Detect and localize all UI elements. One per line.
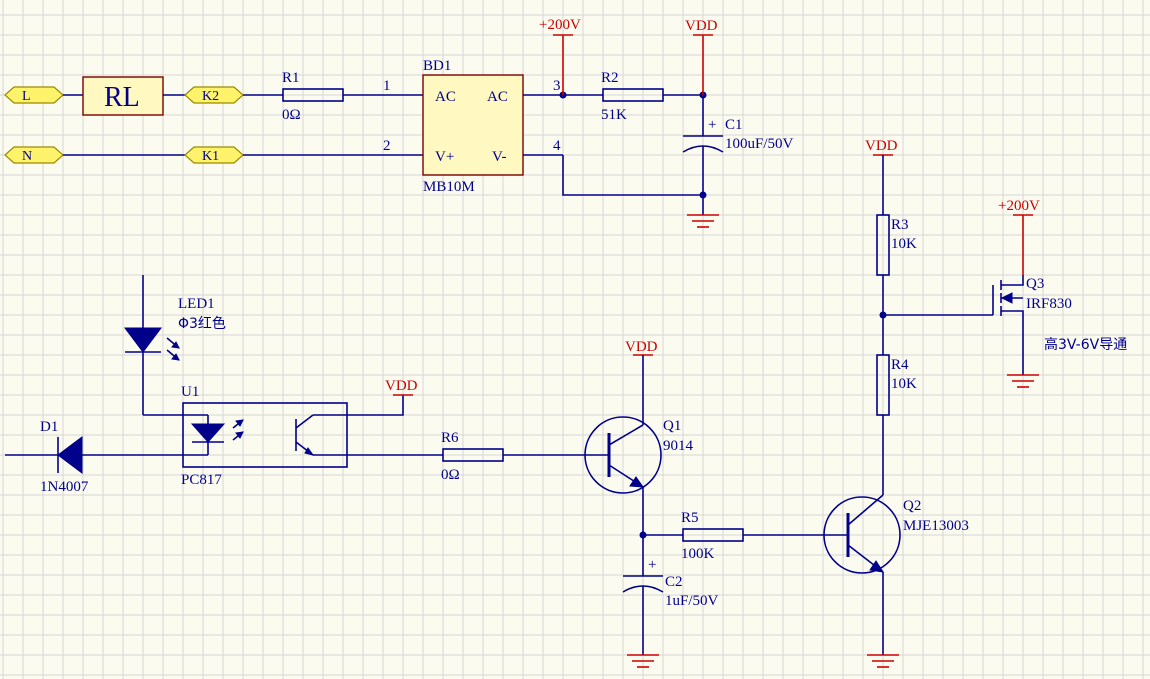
c2-ref: C2 <box>665 574 683 590</box>
power-vdd-top: VDD <box>685 18 718 95</box>
bridge-bd1: BD1 MB10M AC AC V+ V- 1 2 3 4 <box>383 58 561 195</box>
q3-note: 高3V-6V导通 <box>1044 336 1127 353</box>
transistor-q1: Q1 9014 <box>584 355 694 535</box>
u1-part: PC817 <box>181 472 222 488</box>
power-vdd-right: VDD <box>865 138 898 156</box>
rail-vdd-u1-label: VDD <box>385 378 418 394</box>
rail-vdd-q1-label: VDD <box>625 339 658 355</box>
q3-ref: Q3 <box>1026 276 1044 292</box>
q2-part: MJE13003 <box>903 518 969 534</box>
r2-ref: R2 <box>601 70 619 86</box>
c2-value: 1uF/50V <box>665 593 719 609</box>
led1-ref: LED1 <box>178 296 215 312</box>
power-200v-top: +200V <box>539 17 581 95</box>
diode-d1: D1 1N4007 <box>40 419 89 495</box>
port-l-label: L <box>22 89 31 104</box>
relay-rl: RL <box>82 76 164 116</box>
led1-value: Φ3红色 <box>178 315 226 332</box>
capacitor-c2: + C2 1uF/50V <box>622 535 719 655</box>
resistor-r1: R1 0Ω <box>282 70 344 123</box>
u1-ref: U1 <box>181 384 199 400</box>
ground-symbol <box>867 654 899 668</box>
q1-part: 9014 <box>663 438 694 454</box>
port-k1-label: K1 <box>202 149 219 164</box>
port-k2-label: K2 <box>202 89 219 104</box>
r4-value: 10K <box>891 376 917 392</box>
resistor-r4: R4 10K <box>876 354 917 416</box>
bd1-pin-ac2: AC <box>487 89 508 105</box>
port-k2: K2 <box>184 86 244 104</box>
bd1-pin-3: 3 <box>553 78 561 94</box>
junction <box>699 191 707 199</box>
power-vdd-u1: VDD <box>385 378 418 396</box>
transistor-q2: Q2 MJE13003 <box>823 494 969 655</box>
r6-ref: R6 <box>441 430 459 446</box>
r4-ref: R4 <box>891 357 909 373</box>
wire <box>313 395 404 416</box>
ground-symbol <box>1007 374 1039 388</box>
port-n-label: N <box>22 149 32 164</box>
resistor-r3: R3 10K <box>876 214 917 276</box>
c1-plus: + <box>708 117 716 133</box>
c1-value: 100uF/50V <box>725 136 794 152</box>
port-k1: K1 <box>184 146 244 164</box>
wire <box>562 155 703 196</box>
optocoupler-u1: U1 PC817 <box>143 384 348 488</box>
r2-value: 51K <box>601 107 627 123</box>
bd1-pin-ac1: AC <box>435 89 456 105</box>
resistor-r5: R5 100K <box>681 510 744 562</box>
r1-ref: R1 <box>282 70 300 86</box>
bd1-pin-vp: V+ <box>435 149 454 165</box>
r6-value: 0Ω <box>441 467 460 483</box>
q1-ref: Q1 <box>663 418 681 434</box>
bd1-ref: BD1 <box>423 58 451 74</box>
r5-value: 100K <box>681 546 715 562</box>
rail-vdd-right-label: VDD <box>865 138 898 154</box>
q3-part: IRF830 <box>1026 296 1072 312</box>
port-l: L <box>4 86 64 104</box>
bd1-pin-2: 2 <box>383 138 391 154</box>
r3-ref: R3 <box>891 217 909 233</box>
d1-ref: D1 <box>40 419 58 435</box>
power-vdd-q1: VDD <box>625 339 658 356</box>
ground-symbol <box>687 214 719 228</box>
c1-ref: C1 <box>725 117 743 133</box>
rail-200v-top-label: +200V <box>539 17 581 33</box>
d1-part: 1N4007 <box>40 479 89 495</box>
led-led1: LED1 Φ3红色 <box>124 296 226 361</box>
ground-symbol <box>627 654 659 668</box>
r5-ref: R5 <box>681 510 699 526</box>
relay-label: RL <box>104 82 140 113</box>
bd1-part: MB10M <box>423 179 475 195</box>
power-200v-right: +200V <box>998 198 1040 275</box>
rail-vdd-top-label: VDD <box>685 18 718 34</box>
q2-ref: Q2 <box>903 498 921 514</box>
c2-plus: + <box>648 557 656 573</box>
capacitor-c1: + C1 100uF/50V <box>682 95 794 215</box>
bd1-pin-vm: V- <box>492 149 506 165</box>
bd1-pin-1: 1 <box>383 78 391 94</box>
r1-value: 0Ω <box>282 107 301 123</box>
mosfet-q3: Q3 IRF830 高3V-6V导通 <box>992 275 1127 375</box>
port-n: N <box>4 146 64 164</box>
bd1-pin-4: 4 <box>553 138 561 154</box>
r3-value: 10K <box>891 236 917 252</box>
rail-200v-right-label: +200V <box>998 198 1040 214</box>
